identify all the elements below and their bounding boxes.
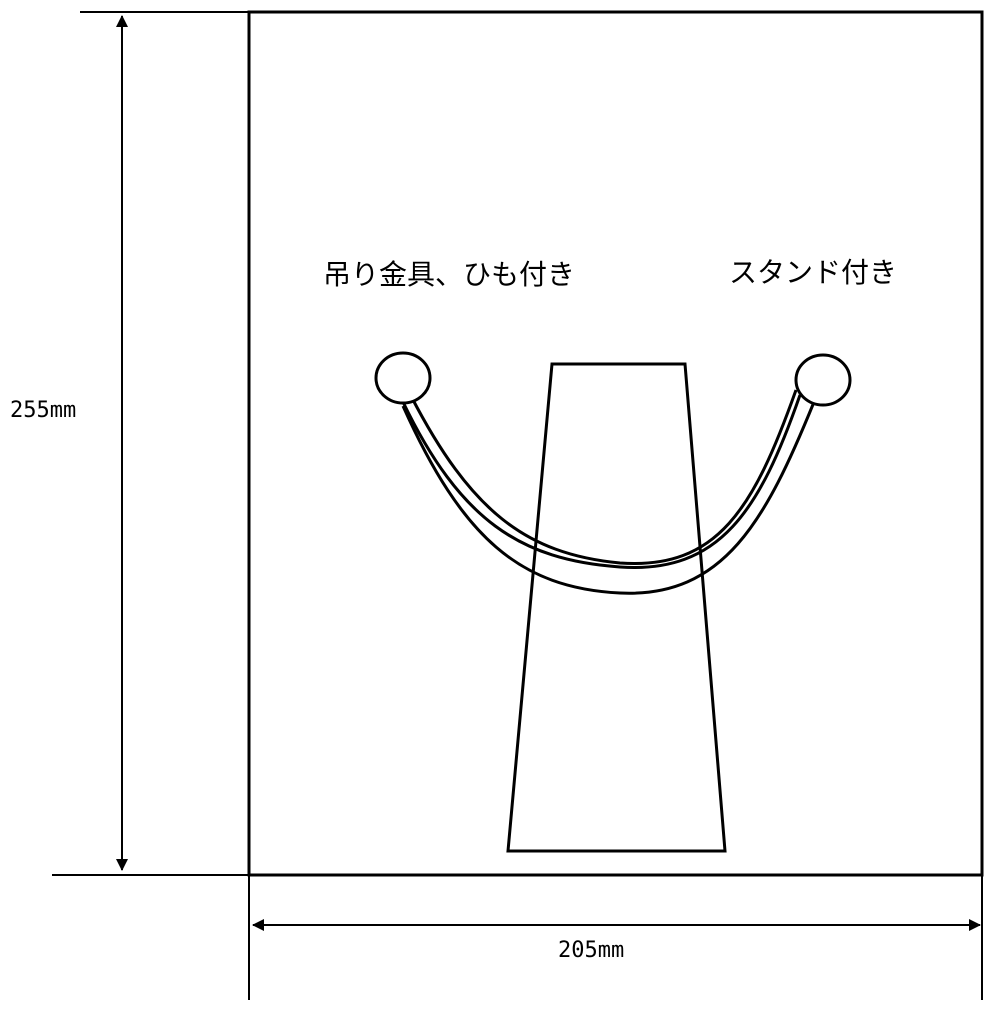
stand-label: スタンド付き [729,256,897,289]
hanging-cord [401,389,816,595]
outline-box [247,10,984,877]
right-hook-ball [794,353,852,407]
height-dimension-label: 255mm [10,398,76,423]
stand-shape [506,362,727,853]
left-hook-ball [374,351,432,405]
width-dimension-label: 205mm [558,938,624,963]
hanging-hardware-label: 吊り金具、ひも付き [323,258,575,291]
